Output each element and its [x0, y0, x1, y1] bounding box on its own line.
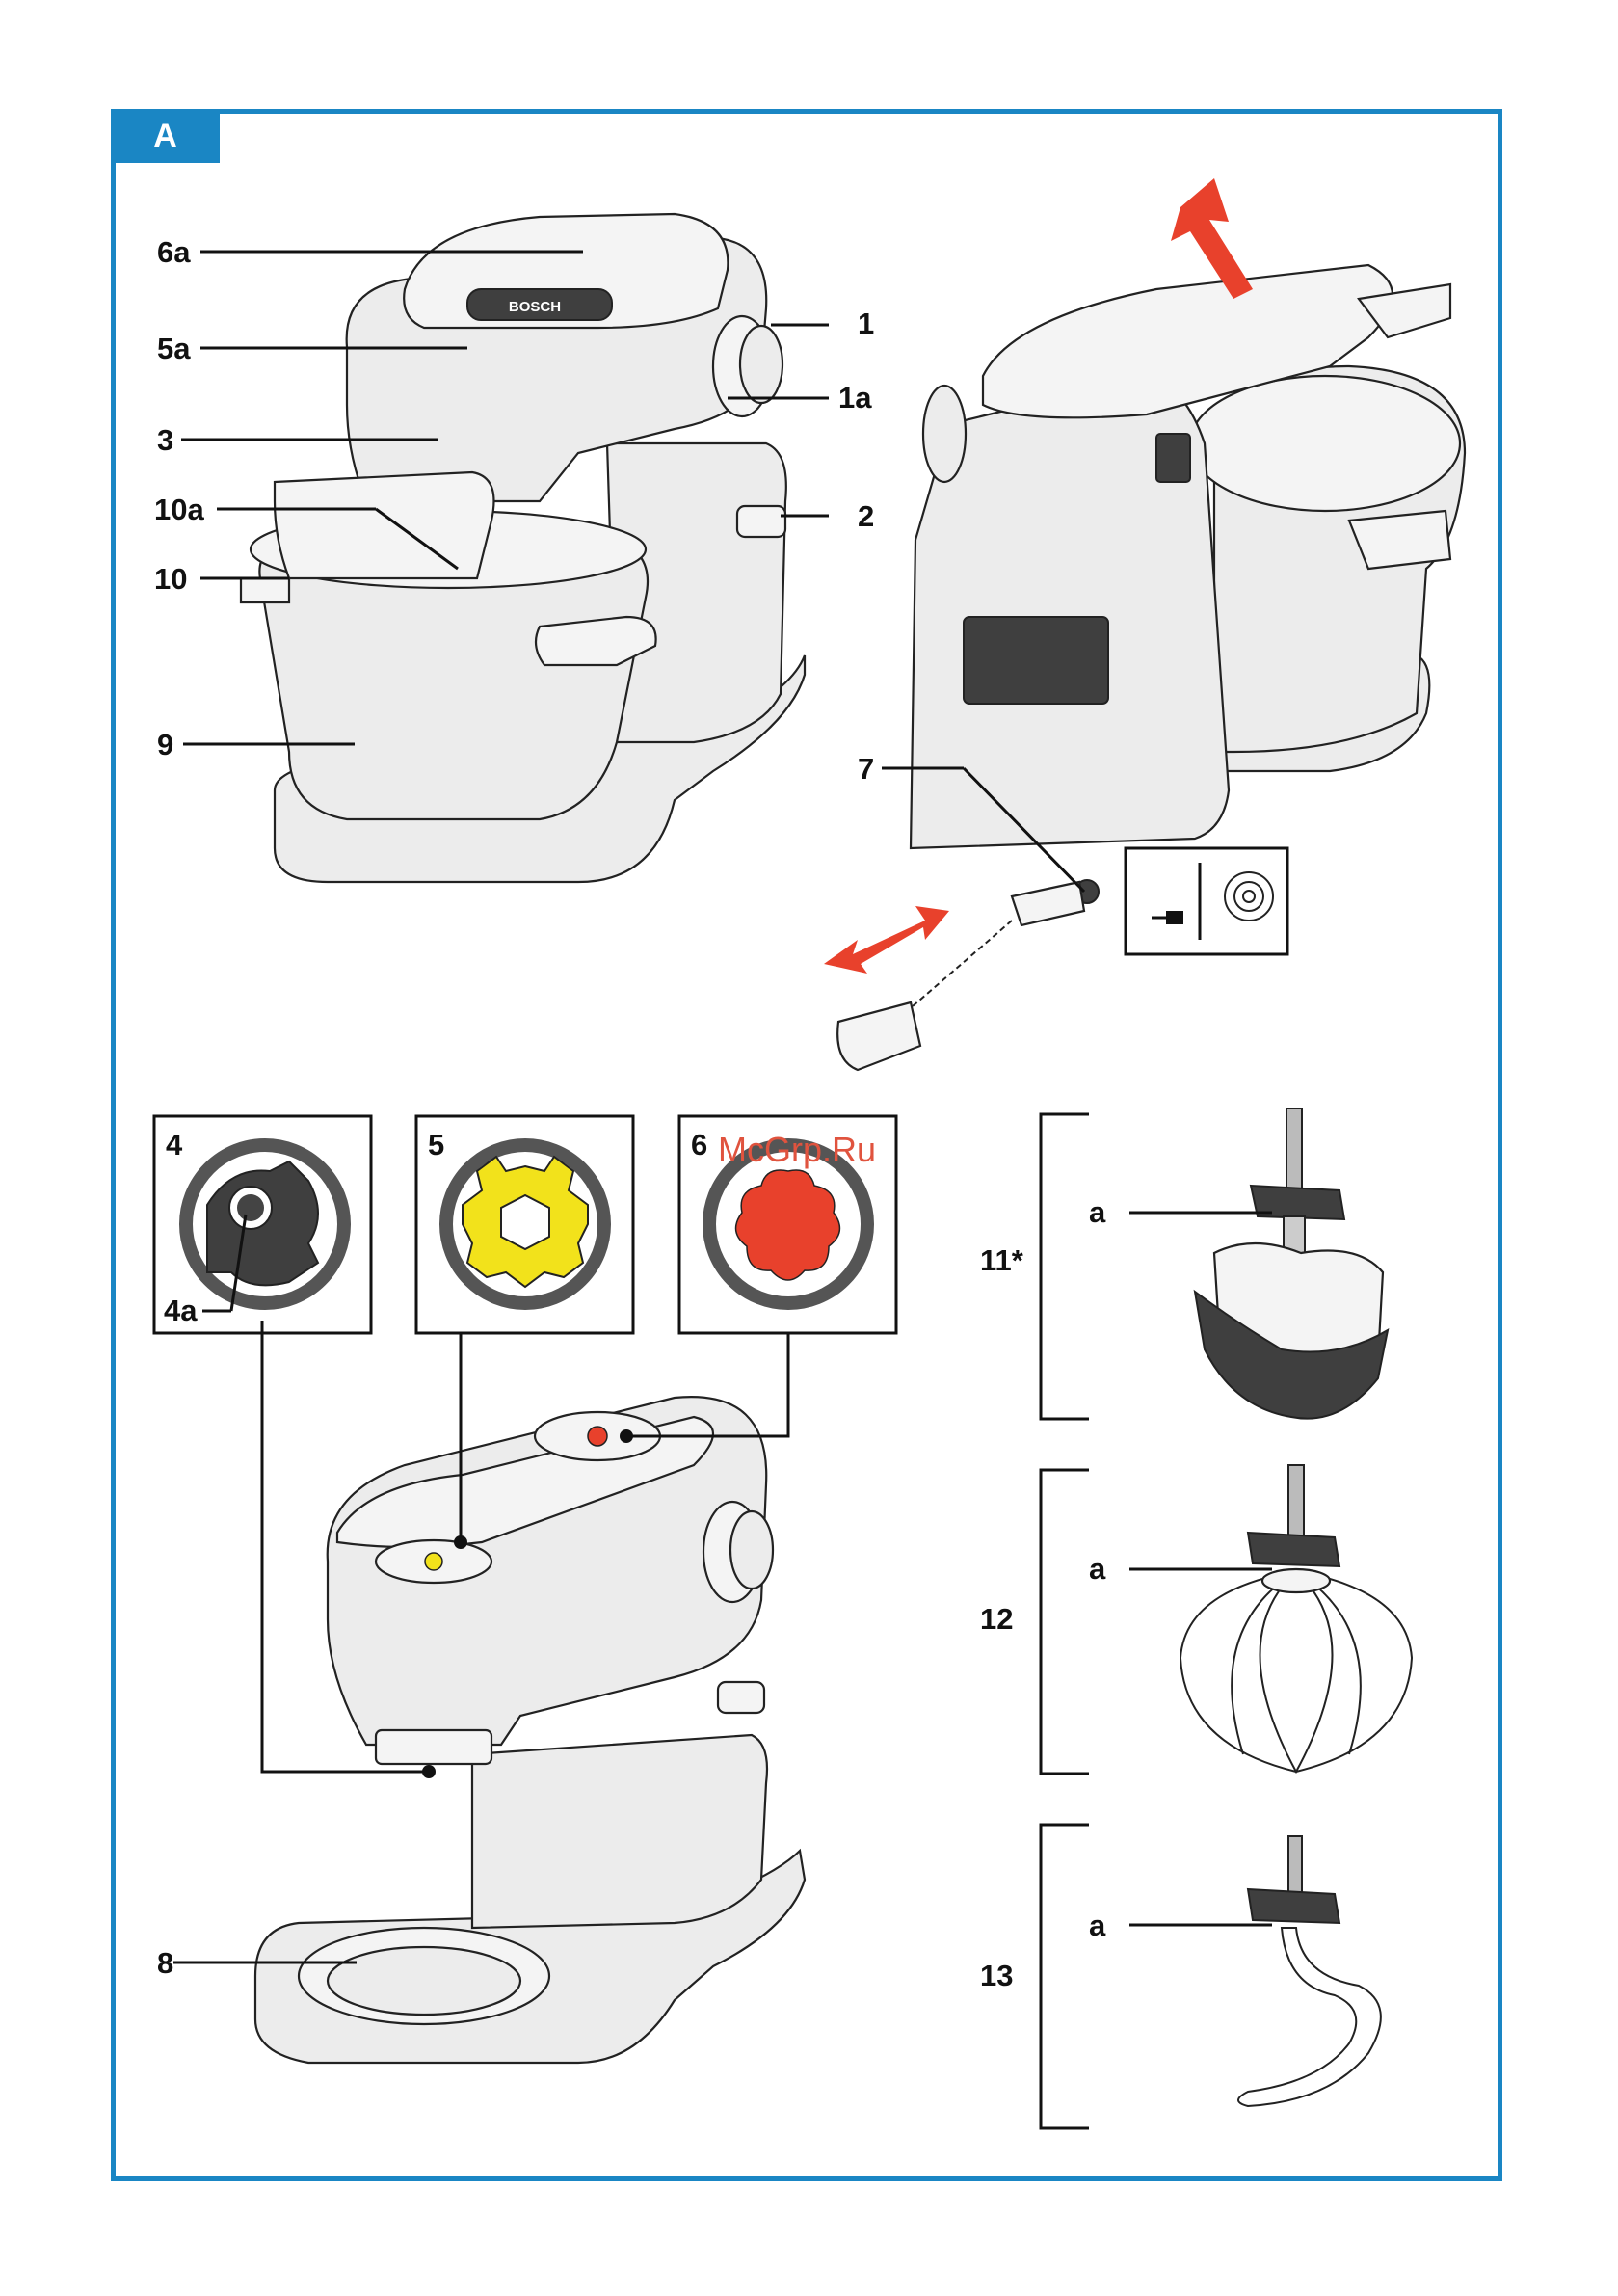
label-tool-a1: a — [1089, 1195, 1106, 1229]
mixer-front-view: BOSCH — [241, 214, 805, 882]
watermark: McGrp.Ru — [718, 1130, 876, 1169]
filler-lid — [275, 472, 494, 578]
tool-group-13 — [1041, 1825, 1381, 2128]
cable-arrow — [824, 906, 949, 974]
rear-vent — [964, 617, 1108, 704]
label-13: 13 — [980, 1959, 1013, 1992]
label-10: 10 — [154, 562, 187, 596]
label-7: 7 — [858, 752, 874, 786]
drive-detail-5 — [416, 1116, 633, 1333]
label-1: 1 — [858, 307, 874, 340]
power-cable — [837, 880, 1099, 1070]
label-5: 5 — [428, 1128, 444, 1161]
release-button — [737, 506, 785, 537]
label-9: 9 — [157, 728, 173, 761]
label-6a: 6a — [157, 235, 191, 269]
brand-logo: BOSCH — [509, 299, 561, 315]
label-5a: 5a — [157, 332, 191, 365]
label-12: 12 — [980, 1602, 1013, 1636]
label-10a: 10a — [154, 493, 204, 526]
label-1a: 1a — [838, 381, 872, 414]
cable-storage-icon — [1126, 848, 1287, 954]
label-8: 8 — [157, 1946, 173, 1980]
tool-group-12 — [1041, 1465, 1412, 1774]
tool-group-11 — [1041, 1108, 1388, 1419]
label-3: 3 — [157, 423, 173, 457]
label-tool-a3: a — [1089, 1909, 1106, 1942]
label-2: 2 — [858, 499, 874, 533]
label-11: 11* — [980, 1243, 1024, 1277]
lift-arrow — [1171, 178, 1253, 299]
label-6: 6 — [691, 1128, 707, 1161]
label-4: 4 — [166, 1128, 183, 1161]
label-tool-a2: a — [1089, 1552, 1106, 1586]
label-4a: 4a — [164, 1294, 198, 1327]
mixer-rear-view — [911, 265, 1465, 848]
